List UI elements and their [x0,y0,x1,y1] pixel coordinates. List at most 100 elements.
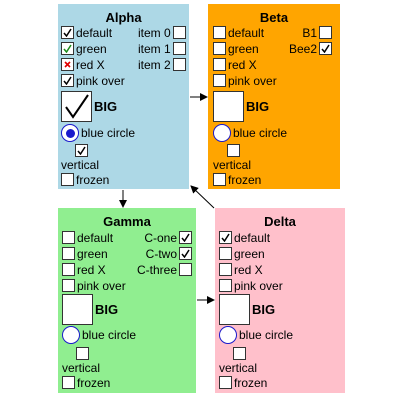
checkbox-box[interactable] [61,58,74,71]
checkbox-box[interactable] [62,247,75,260]
checkbox-default[interactable]: default [213,25,264,40]
panel-gamma: Gamma default green red X pink over C-on… [58,208,196,393]
checkbox-box[interactable] [62,294,93,325]
checkbox-box[interactable] [213,26,226,39]
checkbox-item-2[interactable]: item 2 [138,57,186,72]
checkbox-pink-over[interactable]: pink over [62,278,126,293]
checkbox-box[interactable] [319,26,332,39]
checkbox-frozen[interactable]: frozen [62,375,110,390]
checkbox-big[interactable]: BIG [61,91,117,122]
radio-button[interactable] [62,326,80,344]
checkmark-icon [221,233,230,242]
checkbox-box[interactable] [179,247,192,260]
checkbox-label: BIG [246,99,270,114]
radio-label: blue circle [233,126,288,140]
checkbox-box[interactable] [213,173,226,186]
checkbox-box[interactable] [219,231,232,244]
checkbox-box[interactable] [61,26,74,39]
checkbox-green[interactable]: green [61,41,107,56]
radio-label: blue circle [82,328,137,342]
checkbox-box[interactable] [61,74,74,87]
radio-blue-circle[interactable]: blue circle [62,326,136,344]
checkbox-label: red X [76,57,105,72]
checkbox-frozen[interactable]: frozen [61,172,109,187]
checkbox-box[interactable] [179,231,192,244]
checkbox-box[interactable] [62,231,75,244]
checkbox-item-0[interactable]: item 0 [138,25,186,40]
checkbox-big[interactable]: BIG [219,294,275,325]
checkbox-big[interactable]: BIG [213,91,269,122]
checkbox-vertical[interactable]: vertical [62,347,122,375]
checkbox-box[interactable] [219,247,232,260]
panel-title: Alpha [105,10,142,25]
checkbox-c-three[interactable]: C-three [137,262,192,277]
checkbox-label: C-two [145,246,177,261]
checkbox-vertical[interactable]: vertical [61,144,121,172]
checkbox-box[interactable] [75,144,88,157]
checkbox-box[interactable] [76,347,89,360]
radio-button[interactable] [213,124,231,142]
checkbox-pink-over[interactable]: pink over [213,73,277,88]
green-checkmark-icon [63,44,72,53]
radio-blue-circle[interactable]: blue circle [61,124,135,142]
checkbox-box[interactable] [172,26,186,39]
checkbox-vertical[interactable]: vertical [213,144,273,172]
checkbox-box[interactable] [62,376,75,389]
checkbox-label: default [228,25,265,40]
checkbox-pink-over[interactable]: pink over [61,73,125,88]
checkbox-box[interactable] [227,144,240,157]
checkbox-box[interactable] [62,263,75,276]
panel-title: Delta [264,214,296,229]
checkbox-box[interactable] [219,294,250,325]
checkbox-green[interactable]: green [219,246,265,261]
checkbox-default[interactable]: default [62,230,113,245]
checkbox-big[interactable]: BIG [62,294,118,325]
checkbox-box[interactable] [61,91,92,122]
checkmark-icon [63,76,72,85]
checkbox-box[interactable] [62,279,75,292]
checkbox-box[interactable] [172,58,186,71]
checkbox-label: BIG [94,99,118,114]
checkbox-red-x[interactable]: red X [219,262,263,277]
checkbox-frozen[interactable]: frozen [219,375,267,390]
checkbox-pink-over[interactable]: pink over [219,278,283,293]
checkbox-red-x[interactable]: red X [213,57,257,72]
checkbox-box[interactable] [233,347,246,360]
checkbox-bee2[interactable]: Bee2 [289,41,332,56]
checkbox-b1[interactable]: B1 [302,25,332,40]
checkbox-box[interactable] [219,263,232,276]
checkbox-box[interactable] [213,58,226,71]
panel-delta: Delta default green red X pink over BIG … [215,208,345,393]
checkbox-box[interactable] [219,376,232,389]
checkbox-c-two[interactable]: C-two [146,246,192,261]
radio-button[interactable] [219,326,237,344]
checkbox-default[interactable]: default [219,230,270,245]
checkbox-box[interactable] [61,173,74,186]
checkbox-label: frozen [234,375,268,390]
checkbox-c-one[interactable]: C-one [144,230,192,245]
checkbox-frozen[interactable]: frozen [213,172,261,187]
radio-blue-circle[interactable]: blue circle [219,326,293,344]
panel-title: Gamma [103,214,151,229]
radio-button[interactable] [61,124,79,142]
radio-blue-circle[interactable]: blue circle [213,124,287,142]
checkbox-box[interactable] [179,263,192,276]
checkbox-item-1[interactable]: item 1 [138,41,186,56]
checkbox-default[interactable]: default [61,25,112,40]
checkmark-icon [181,249,190,258]
checkbox-label: frozen [228,172,262,187]
checkbox-green[interactable]: green [62,246,108,261]
checkbox-red-x[interactable]: red X [62,262,106,277]
checkbox-box[interactable] [213,42,226,55]
checkbox-label: vertical [213,158,252,172]
checkbox-box[interactable] [61,42,74,55]
checkbox-red-x[interactable]: red X [61,57,105,72]
checkbox-box[interactable] [219,279,232,292]
checkbox-label: green [228,41,259,56]
checkbox-box[interactable] [319,42,332,55]
checkbox-box[interactable] [213,91,244,122]
checkbox-vertical[interactable]: vertical [219,347,279,375]
checkbox-green[interactable]: green [213,41,259,56]
checkbox-box[interactable] [213,74,226,87]
checkbox-box[interactable] [172,42,186,55]
